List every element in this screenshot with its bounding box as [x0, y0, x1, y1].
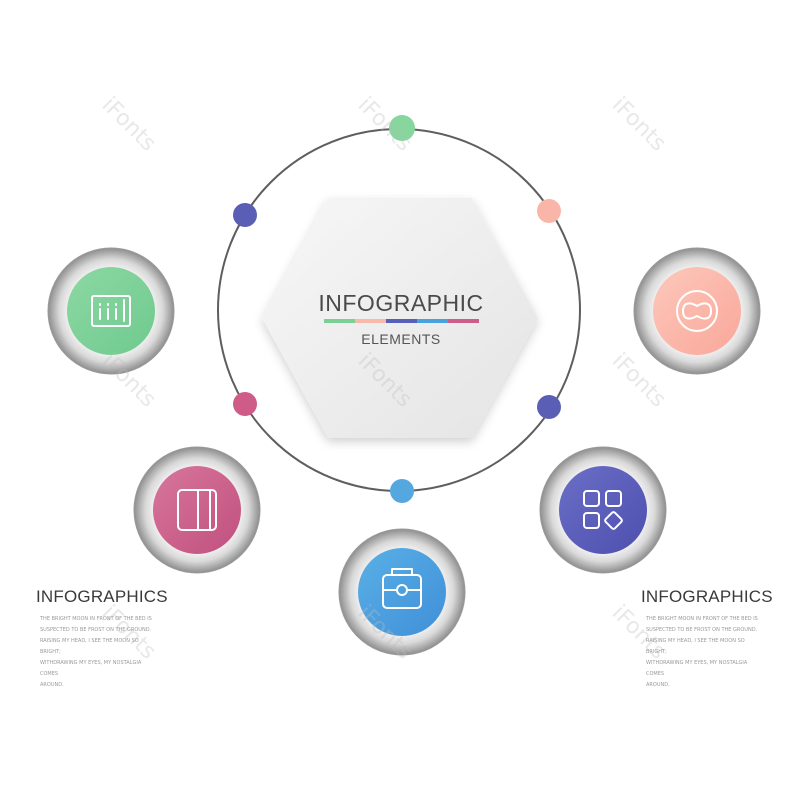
- right-block-body: THE BRIGHT MOON IN FRONT OF THE BED IS S…: [646, 614, 766, 691]
- right-block-title: INFOGRAPHICS: [641, 587, 773, 606]
- toolbox-icon: [382, 568, 422, 609]
- right-block-line: WITHDRAWING MY EYES, MY NOSTALGIA COMES: [646, 660, 748, 677]
- center-hexagon: [262, 198, 538, 438]
- left-block-body: THE BRIGHT MOON IN FRONT OF THE BED IS S…: [40, 614, 160, 691]
- left-block-line: WITHDRAWING MY EYES, MY NOSTALGIA COMES: [40, 660, 142, 677]
- accent-bar-segment-1: [324, 319, 355, 323]
- node-pink[interactable]: [133, 446, 261, 574]
- accent-bar-segment-2: [355, 319, 386, 323]
- accent-bar-segment-3: [386, 319, 417, 323]
- accent-bar-segment-5: [448, 319, 479, 323]
- node-peach[interactable]: [633, 247, 761, 375]
- orbit-dot-upper-right: [537, 199, 561, 223]
- orbit-dot-top: [389, 115, 415, 141]
- orbit-dot-lower-left: [233, 392, 257, 416]
- accent-bar: [324, 319, 479, 323]
- node-indigo[interactable]: [539, 446, 667, 574]
- orbit-dot-bottom: [390, 479, 414, 503]
- node-blue-disc: [358, 548, 446, 636]
- left-block-line: SUSPECTED TO BE FROST ON THE GROUND.: [40, 627, 152, 633]
- left-block-title: INFOGRAPHICS: [36, 587, 168, 606]
- left-block-line: AROUND.: [40, 682, 64, 688]
- right-block-line: SUSPECTED TO BE FROST ON THE GROUND.: [646, 627, 758, 633]
- node-green[interactable]: [47, 247, 175, 375]
- left-block-line: THE BRIGHT MOON IN FRONT OF THE BED IS: [40, 616, 152, 622]
- right-block-line: RAISING MY HEAD, I SEE THE MOON SO BRIGH…: [646, 638, 745, 655]
- node-green-disc: [67, 267, 155, 355]
- node-blue[interactable]: [338, 528, 466, 656]
- apps-grid-icon: [583, 490, 623, 530]
- orbit-dot-upper-left: [233, 203, 257, 227]
- accent-bar-segment-4: [417, 319, 448, 323]
- right-block-line: THE BRIGHT MOON IN FRONT OF THE BED IS: [646, 616, 758, 622]
- list-icon: [91, 295, 131, 327]
- book-icon: [177, 489, 217, 531]
- node-indigo-disc: [559, 466, 647, 554]
- node-peach-disc: [653, 267, 741, 355]
- left-block-line: RAISING MY HEAD, I SEE THE MOON SO BRIGH…: [40, 638, 139, 655]
- chain-link-icon: [676, 290, 718, 332]
- orbit-dot-lower-right: [537, 395, 561, 419]
- center-subtitle: ELEMENTS: [361, 331, 440, 347]
- right-block-line: AROUND.: [646, 682, 670, 688]
- center-title: INFOGRAPHIC: [318, 290, 483, 316]
